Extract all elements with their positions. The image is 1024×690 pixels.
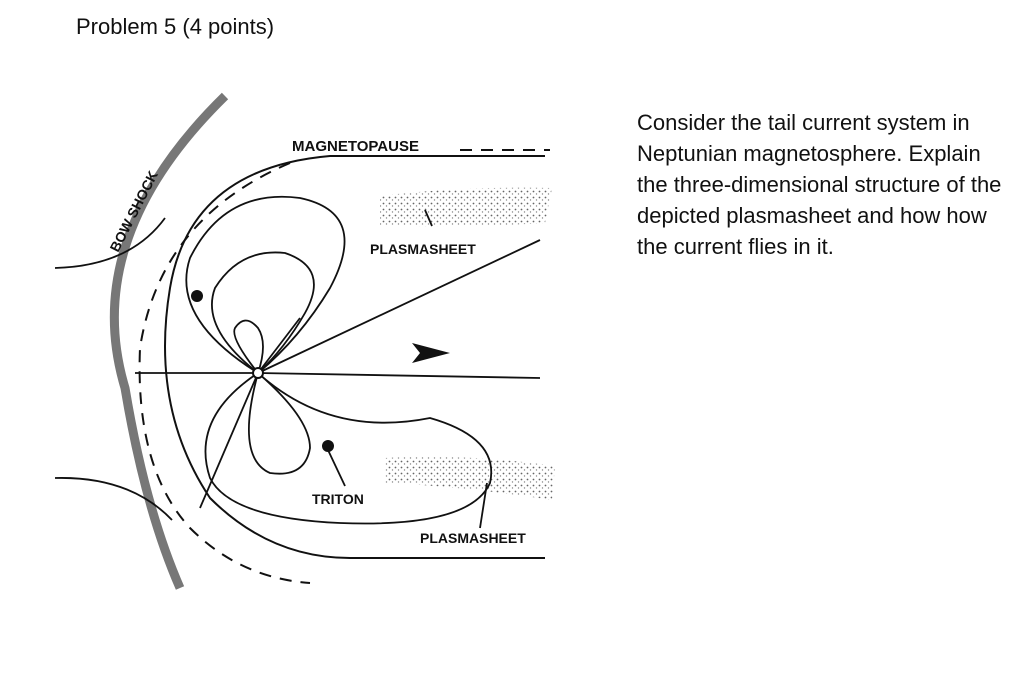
problem-title: Problem 5 (4 points)	[76, 14, 275, 39]
solar-wind-lower	[54, 477, 173, 521]
magnetosphere-diagram: BOW SHOCK MAGNETOPAUSE PLASMASHEET TRITO…	[54, 92, 555, 590]
field-line-upper-inner	[211, 251, 315, 374]
tail-line-3	[199, 372, 259, 509]
triton-upper-dot	[191, 290, 203, 302]
solar-wind-upper	[54, 217, 166, 269]
field-line-lower-inner	[248, 372, 311, 475]
magnetopause-label: MAGNETOPAUSE	[292, 138, 419, 155]
triton-dot	[322, 440, 334, 452]
plasmasheet-lower-region	[385, 456, 555, 500]
tail-line-1	[257, 239, 541, 374]
plasmasheet-upper-label: PLASMASHEET	[370, 241, 476, 257]
tail-line-4	[257, 317, 301, 374]
bow-shock-curve	[109, 92, 229, 590]
question-text: Consider the tail current system in Nept…	[637, 110, 1002, 259]
plasmasheet-lower-leader	[479, 482, 488, 529]
magnetopause-label-leader	[424, 209, 433, 227]
plasmasheet-lower-label: PLASMASHEET	[420, 530, 526, 546]
triton-label: TRITON	[312, 491, 364, 507]
field-line-loop-left	[233, 319, 264, 374]
triton-leader	[327, 449, 346, 487]
field-line-lower	[204, 372, 493, 525]
field-line-upper-outer	[185, 195, 346, 374]
magnetopause-dashed	[138, 149, 550, 584]
neptune-marker	[252, 367, 264, 379]
tail-line-2	[257, 372, 541, 379]
bow-shock-label: BOW SHOCK	[106, 168, 161, 254]
magnetopause-boundary	[164, 155, 545, 559]
plasmasheet-upper-region	[380, 187, 552, 227]
spin-axis-arrow	[412, 343, 450, 363]
